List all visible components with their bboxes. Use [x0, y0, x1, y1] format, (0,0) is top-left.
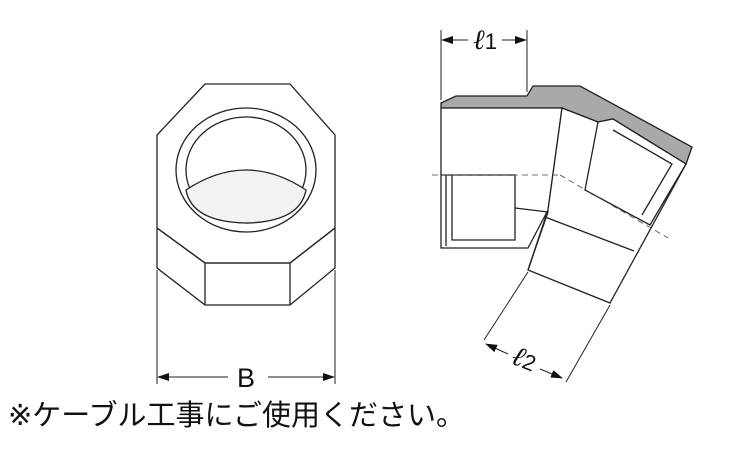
dimension-l1: [440, 30, 528, 100]
dimension-b-label: B: [237, 363, 255, 393]
elbow-inner-step-b: [544, 216, 635, 252]
nut-lower-face-edges: [156, 227, 336, 264]
nut-bottom-outline: [156, 228, 336, 306]
dimension-l2-arrow-upper: [485, 343, 509, 355]
nut-bore-shadow: [185, 169, 307, 224]
side-view: [440, 85, 693, 304]
dimension-l2-ext-lower: [565, 304, 611, 383]
dimension-l1-label: ℓ1: [473, 25, 497, 56]
usage-note: ※ケーブル工事にご使用ください。: [8, 398, 465, 432]
elbow-angled-bore: [584, 118, 687, 226]
dimension-l1-symbol: ℓ: [473, 25, 485, 56]
dimension-l1-index: 1: [485, 29, 497, 54]
dimension-l2-ext-upper: [483, 271, 529, 341]
elbow-angled-bore-inner: [612, 129, 673, 216]
dimension-b: [156, 270, 336, 384]
dimension-l2-arrow-lower: [539, 368, 563, 379]
elbow-inner-step: [514, 207, 549, 271]
dimension-l2-label: ℓ2: [507, 341, 541, 379]
front-view: [156, 83, 336, 306]
elbow-centerlines: [432, 174, 669, 239]
dimension-l2: [483, 271, 611, 383]
centerline-angled: [559, 174, 669, 239]
elbow-straight-body: [440, 107, 563, 249]
